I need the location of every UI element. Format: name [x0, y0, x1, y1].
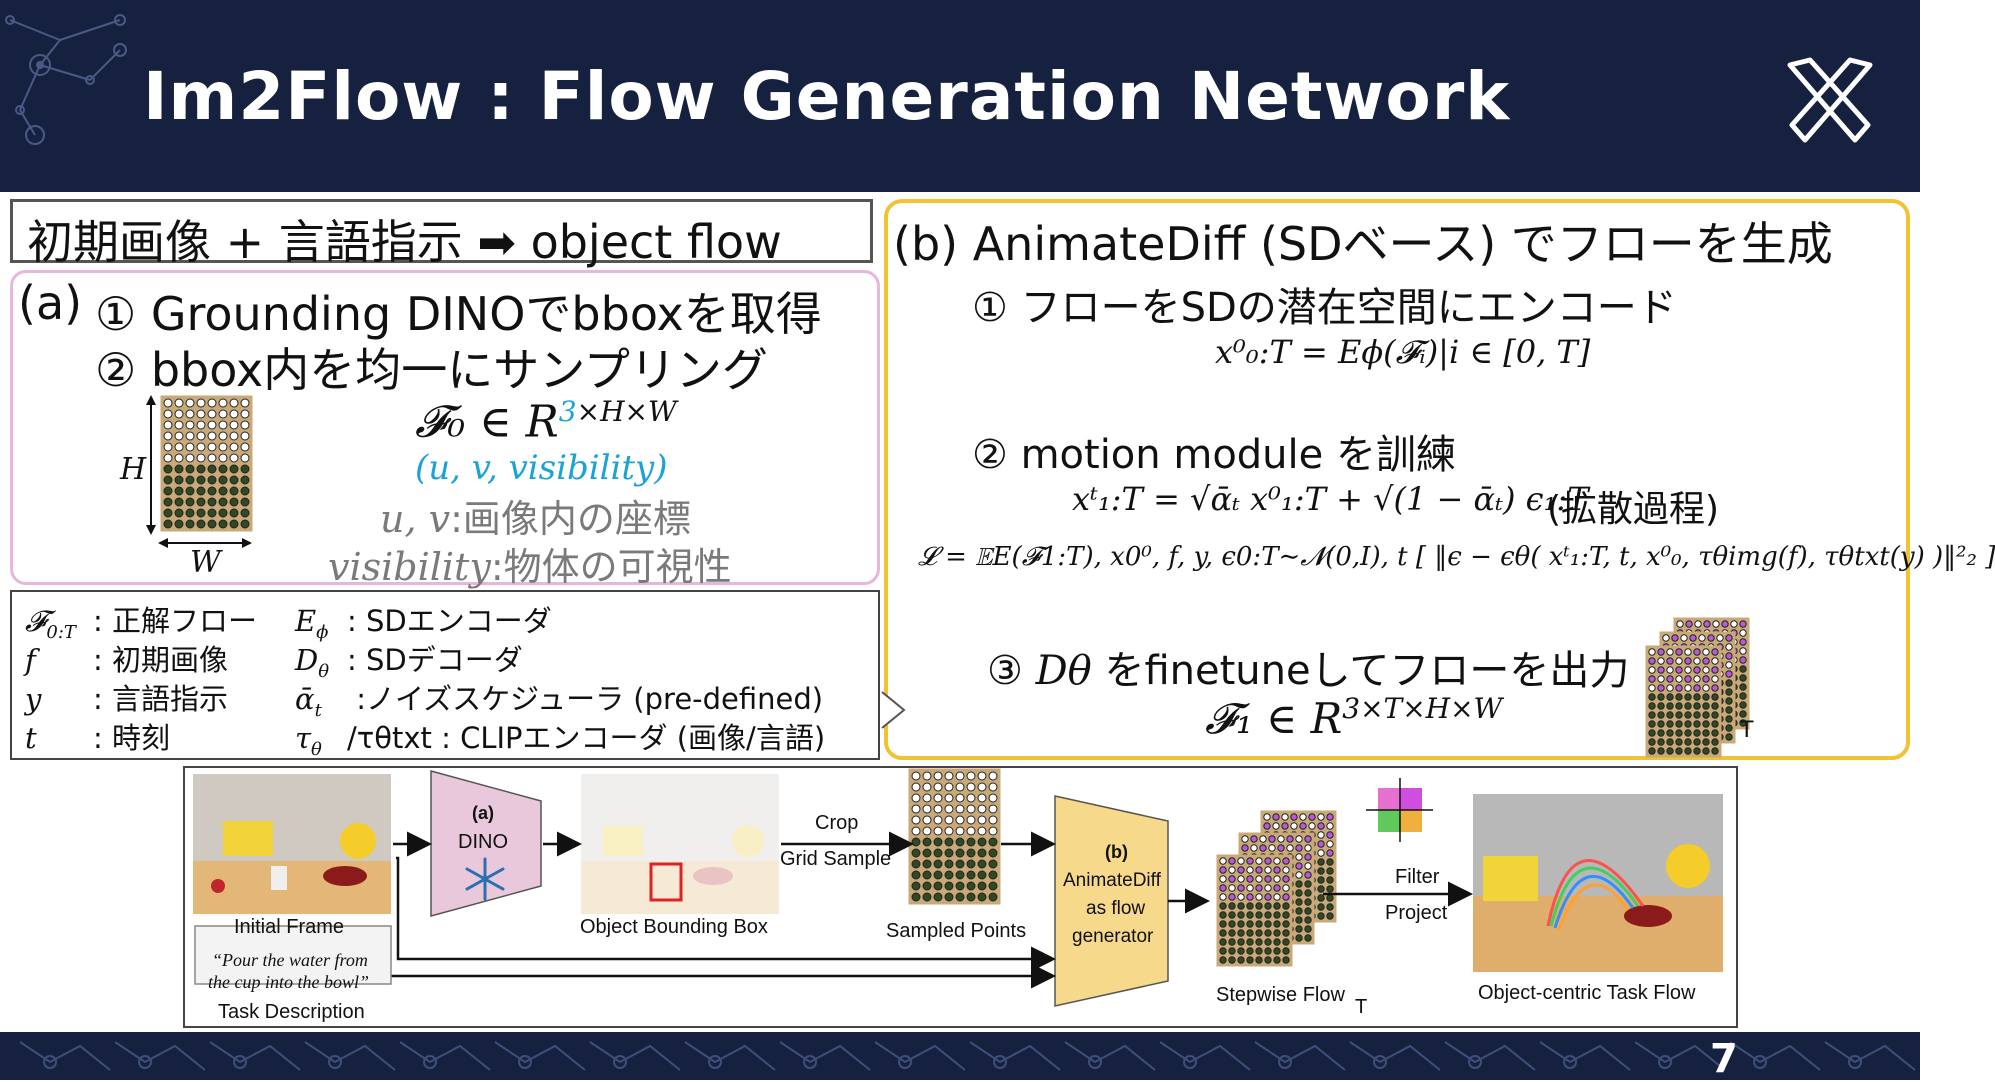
- generator-label-2: as flow: [1086, 898, 1146, 919]
- legend-panel: [10, 590, 880, 760]
- pipeline-sampled-grid: [908, 768, 1001, 905]
- legend-left-symbol: y: [25, 682, 42, 716]
- section-a-panel: [10, 270, 880, 585]
- task-flow-label: Object-centric Task Flow: [1478, 982, 1696, 1004]
- legend-left-symbol: 𝓕0:T: [25, 604, 76, 643]
- legend-right-symbol: τθ: [295, 721, 322, 760]
- slide-footer: [0, 1032, 1920, 1080]
- flow-f0-formula: 𝓕₀ ∈ R3×H×W: [415, 395, 677, 448]
- equation-diffusion: xᵗ₁:T = √ᾱₜ x⁰₁:T + √(1 − ᾱₜ) ϵ₁:T: [1072, 480, 1589, 518]
- legend-right-symbol: ᾱt: [295, 682, 322, 721]
- dino-label: DINO: [458, 831, 508, 853]
- bbox-label: Object Bounding Box: [580, 916, 768, 938]
- generator-label-3: generator: [1072, 926, 1154, 947]
- callout-pointer: [881, 691, 906, 729]
- legend-right-desc: /τθtxt : CLIPエンコーダ (画像/言語): [347, 721, 826, 755]
- footer-constellation-decoration: [19, 1041, 1916, 1071]
- legend-left-row: 𝓕0:T : 正解フロー: [25, 598, 257, 643]
- legend-right-symbol: Dθ: [295, 643, 330, 682]
- initial-frame-label: Initial Frame: [234, 916, 345, 938]
- equation-output: 𝓕₁ ∈ R3×T×H×W: [1205, 692, 1503, 743]
- headline-box: 初期画像 + 言語指示 ➡ object flow: [10, 199, 873, 269]
- constellation-decoration: [5, 14, 127, 145]
- flow-tuple: (u, v, visibility): [415, 448, 668, 488]
- crop-label: Crop: [815, 812, 859, 834]
- slide-title: Im2Flow : Flow Generation Network: [143, 58, 1511, 135]
- legend-left-desc: : 初期画像: [93, 643, 228, 677]
- legend-left-desc: : 正解フロー: [93, 604, 257, 638]
- legend-right-row: τθ/τθtxt : CLIPエンコーダ (画像/言語): [295, 715, 825, 760]
- axis-w-label: W: [190, 545, 221, 580]
- section-b-step2: ② motion module を訓練: [972, 432, 1456, 478]
- equation-encode: x⁰₀:T = Eϕ(𝓕ᵢ)|i ∈ [0, T]: [1215, 333, 1591, 371]
- task-flow-photo: [1473, 794, 1723, 972]
- dino-block: [430, 770, 542, 917]
- section-b-panel: [884, 199, 1910, 760]
- stepwise-t-label: T: [1355, 996, 1368, 1018]
- stack-t-label: T: [1740, 718, 1754, 743]
- section-a-step2: ② bbox内を均一にサンプリング: [95, 343, 768, 397]
- bbox-rect: [649, 862, 683, 902]
- sampled-points-label: Sampled Points: [886, 920, 1027, 942]
- section-b-step3: ③ Dθ をfinetuneしてフローを出力: [987, 648, 1630, 694]
- section-b-step1: ① フローをSDの潜在空間にエンコード: [972, 285, 1677, 331]
- output-flow-stack-figure: [1645, 617, 1750, 758]
- generator-block: [1054, 795, 1169, 1007]
- quote-line-2: the cup into the bowl”: [208, 972, 369, 992]
- slide-header: [0, 0, 1920, 192]
- legend-left-row: y : 言語指示: [25, 676, 228, 718]
- legend-right-desc: : SDエンコーダ: [347, 604, 552, 638]
- legend-right-desc: : SDデコーダ: [347, 643, 523, 677]
- diffusion-note: (拡散過程): [1547, 489, 1720, 530]
- pipeline-diagram: [193, 768, 1723, 1007]
- quote-line-1: “Pour the water from: [212, 950, 368, 970]
- equation-loss: 𝓛 = 𝔼E(𝓕1:T), x0⁰, f, y, ϵ0:T∼𝓝(0,I), t …: [918, 542, 1995, 572]
- legend-left-row: t : 時刻: [25, 715, 170, 757]
- snowflake-icon: [465, 857, 505, 901]
- legend-left-symbol: f: [25, 643, 36, 677]
- filter-label: Filter: [1395, 866, 1440, 888]
- stepwise-flow-label: Stepwise Flow: [1216, 984, 1345, 1006]
- generator-label-b: (b): [1105, 842, 1128, 862]
- sampled-grid-figure: [146, 395, 253, 548]
- legend-left-desc: : 時刻: [93, 721, 170, 755]
- dino-label-a: (a): [472, 803, 494, 823]
- legend-right-row: ᾱt :ノイズスケジューラ (pre-defined): [295, 676, 823, 721]
- grid-sample-label: Grid Sample: [780, 848, 892, 870]
- legend-left-desc: : 言語指示: [93, 682, 228, 716]
- section-a-step1: ① Grounding DINOでbboxを取得: [95, 287, 822, 341]
- generator-label-1: AnimateDiff: [1063, 870, 1161, 891]
- crossed-tools-logo-icon: [1787, 57, 1873, 143]
- legend-right-row: Dθ : SDデコーダ: [295, 637, 523, 682]
- axis-h-label: H: [120, 452, 147, 487]
- initial-frame-photo: [193, 774, 391, 914]
- legend-right-symbol: Eϕ: [295, 604, 329, 643]
- legend-right-row: Eϕ : SDエンコーダ: [295, 598, 552, 643]
- pipeline-panel: [183, 766, 1738, 1028]
- legend-left-row: f : 初期画像: [25, 637, 228, 679]
- section-a-label: (a): [18, 276, 83, 330]
- visibility-desc: visibility:物体の可視性: [328, 545, 732, 589]
- legend-right-desc: :ノイズスケジューラ (pre-defined): [347, 682, 824, 716]
- project-label: Project: [1385, 902, 1448, 924]
- page-number: 7: [1710, 1036, 1738, 1082]
- legend-left-symbol: t: [25, 721, 37, 755]
- task-description-label: Task Description: [218, 1001, 365, 1023]
- color-wheel-icon: [1366, 778, 1433, 842]
- section-b-heading: (b) AnimateDiff (SDベース) でフローを生成: [893, 217, 1833, 271]
- uv-desc: u, v:画像内の座標: [380, 497, 691, 541]
- pipeline-stepwise-stack: [1216, 810, 1337, 967]
